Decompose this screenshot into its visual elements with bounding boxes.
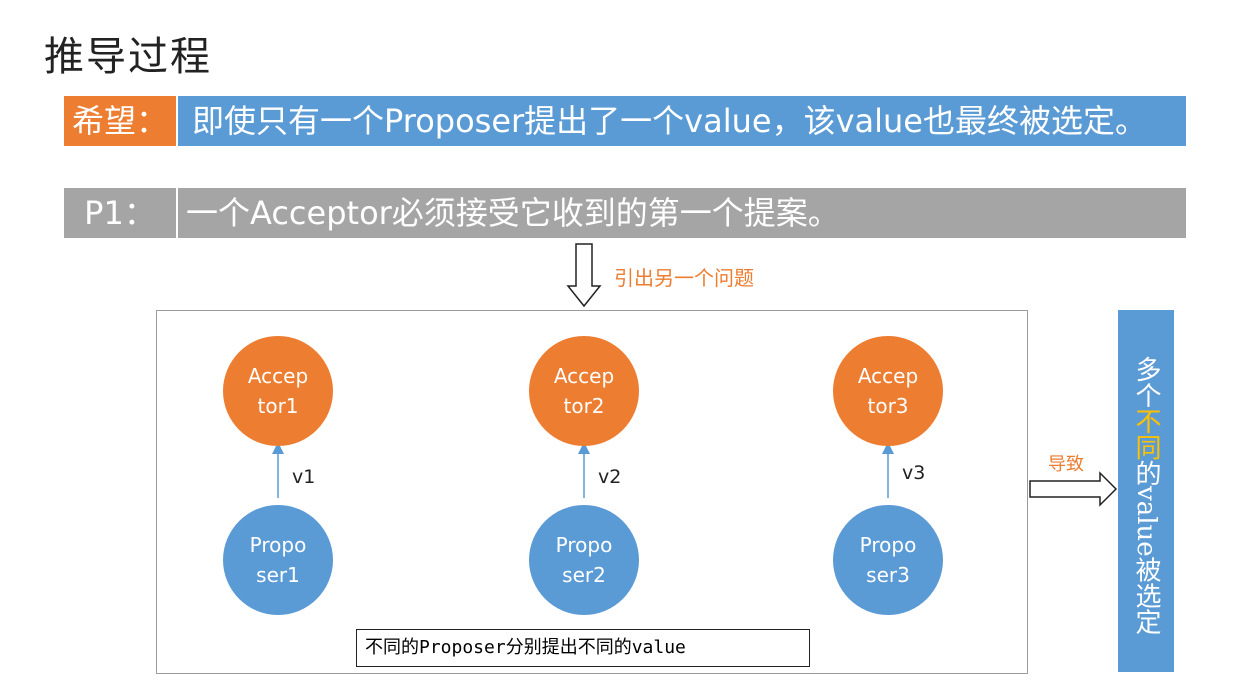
hope-label: 希望：	[64, 96, 176, 146]
lead-label: 引出另一个问题	[614, 266, 754, 290]
edge-label-2: v2	[598, 466, 622, 488]
page-title: 推导过程	[44, 34, 212, 80]
cause-label: 导致	[1048, 454, 1084, 475]
diagram-caption: 不同的Proposer分别提出不同的value	[356, 629, 810, 667]
result-box: 多个不同的value被选定	[1118, 310, 1174, 672]
proposer-node-3: Propo ser3	[833, 505, 943, 615]
acceptor-node-2: Accep tor2	[529, 336, 639, 446]
result-highlight: 不同	[1131, 407, 1161, 460]
diagram-frame	[156, 310, 1028, 674]
proposer-label-2: Propo ser2	[555, 533, 613, 587]
hope-text: 即使只有一个Proposer提出了一个value，该value也最终被选定。	[178, 96, 1186, 146]
proposer-node-2: Propo ser2	[529, 505, 639, 615]
p1-text: 一个Acceptor必须接受它收到的第一个提案。	[178, 188, 1186, 238]
right-arrow-icon	[1029, 471, 1118, 507]
proposer-label-3: Propo ser3	[859, 533, 917, 587]
down-arrow-icon	[566, 243, 602, 308]
acceptor-label-2: Accep tor2	[553, 364, 615, 418]
edge-label-1: v1	[292, 466, 316, 488]
proposer-node-1: Propo ser1	[223, 505, 333, 615]
acceptor-label-3: Accep tor3	[857, 364, 919, 418]
acceptor-node-1: Accep tor1	[223, 336, 333, 446]
edge-label-3: v3	[902, 462, 926, 484]
acceptor-node-3: Accep tor3	[833, 336, 943, 446]
acceptor-label-1: Accep tor1	[247, 364, 309, 418]
result-prefix: 多个	[1131, 355, 1161, 408]
proposer-label-1: Propo ser1	[249, 533, 307, 587]
result-suffix: 的value被选定	[1131, 459, 1161, 635]
p1-label: P1：	[64, 188, 176, 238]
